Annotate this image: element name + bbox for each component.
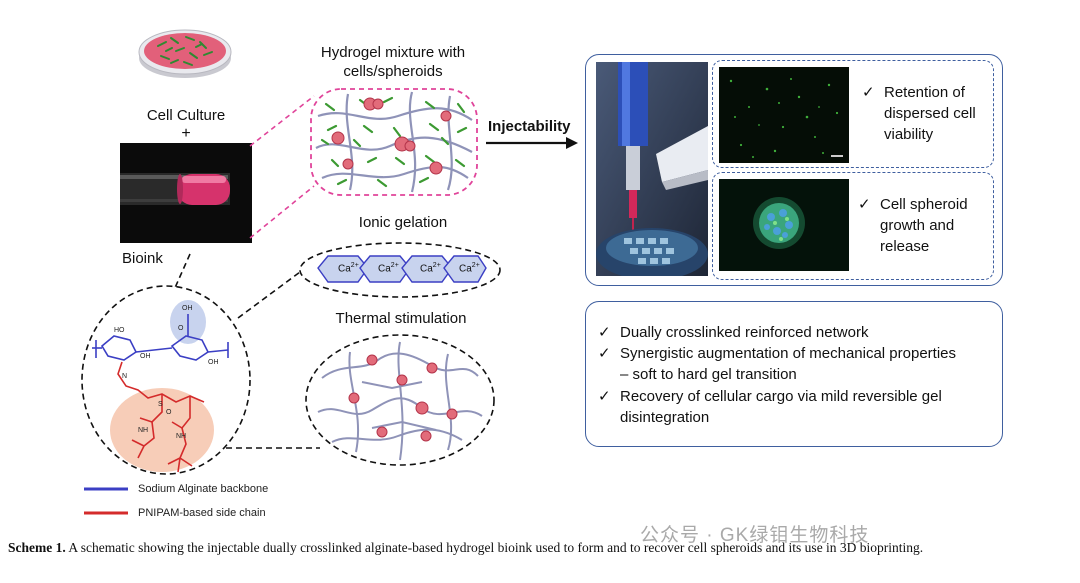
svg-text:NH: NH <box>138 427 148 434</box>
petri-dish-illustration <box>138 29 232 78</box>
bullet-2-line-2: – soft to hard gel transition <box>620 366 797 383</box>
ion-label-1: Ca2+ <box>338 262 359 275</box>
cell-culture-label: Cell Culture <box>146 107 226 124</box>
injectability-label: Injectability <box>488 118 571 135</box>
dispersed-cells-micrograph <box>719 67 849 163</box>
legend-sidechain-label: PNIPAM-based side chain <box>138 507 266 519</box>
svg-text:OH: OH <box>140 353 151 360</box>
svg-text:O: O <box>178 325 184 332</box>
svg-text:S: S <box>158 401 163 408</box>
svg-text:O: O <box>166 409 172 416</box>
molecular-structure-illustration: HO OH OH O OH N S NH NH O <box>81 285 251 475</box>
bullet-1: ✓Dually crosslinked reinforced network <box>598 324 869 341</box>
hydrogel-title-line1: Hydrogel mixture with <box>320 44 466 61</box>
legend-sidechain-swatch <box>84 511 128 515</box>
bioink-label: Bioink <box>122 250 163 267</box>
legend-backbone-swatch <box>84 487 128 491</box>
caption-text: A schematic showing the injectable duall… <box>65 540 924 555</box>
check-spheroid-2: growth and <box>880 217 955 234</box>
spheroid-micrograph <box>719 179 849 271</box>
ionic-gelation-label: Ionic gelation <box>358 214 448 231</box>
svg-text:OH: OH <box>182 305 193 312</box>
check-viability-3: viability <box>884 126 934 143</box>
svg-text:NH: NH <box>176 433 186 440</box>
plus-sign: + <box>181 125 191 142</box>
svg-text:OH: OH <box>208 359 219 366</box>
ionic-gelation-illustration <box>299 242 501 298</box>
caption-label: Scheme 1. <box>8 540 66 555</box>
check-viability-1: ✓Retention of <box>862 84 965 101</box>
bullet-3-line-1: ✓Recovery of cellular cargo via mild rev… <box>598 388 942 405</box>
thermal-stimulation-label: Thermal stimulation <box>335 310 467 327</box>
watermark-text: 公众号 · GK绿钼生物科技 <box>640 525 870 546</box>
viability-subpanel <box>712 60 994 168</box>
ion-label-3: Ca2+ <box>420 262 441 275</box>
thermal-network-illustration <box>305 334 495 466</box>
hydrogel-title-line2: cells/spheroids <box>343 63 443 80</box>
svg-text:HO: HO <box>114 327 125 334</box>
hydrogel-mixture-illustration <box>310 88 478 196</box>
check-spheroid-3: release <box>880 238 930 255</box>
check-viability-2: dispersed cell <box>884 105 976 122</box>
bioprinter-photo <box>596 62 708 276</box>
ion-label-2: Ca2+ <box>378 262 399 275</box>
legend-backbone-label: Sodium Alginate backbone <box>138 483 269 495</box>
properties-panel <box>585 301 1003 447</box>
check-spheroid-1: ✓Cell spheroid <box>858 196 968 213</box>
spheroid-subpanel <box>712 172 994 280</box>
bullet-2-line-1: ✓Synergistic augmentation of mechanical … <box>598 345 957 362</box>
svg-text:N: N <box>122 373 127 380</box>
ion-label-4: Ca2+ <box>459 262 480 275</box>
figure-caption: Scheme 1. A schematic showing the inject… <box>8 539 1076 557</box>
bioink-tube-photo <box>120 143 252 243</box>
bullet-3-line-2: disintegration <box>620 409 710 426</box>
